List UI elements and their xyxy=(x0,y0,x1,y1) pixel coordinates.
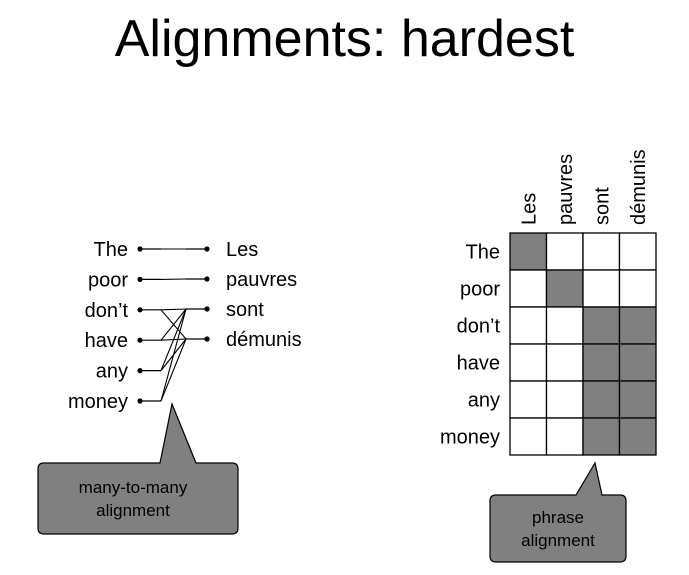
grid-cell-aligned xyxy=(618,343,657,382)
grid-cell-aligned xyxy=(582,417,621,456)
grid-cell-aligned xyxy=(618,380,657,419)
alignment-links xyxy=(160,248,187,402)
french-dot xyxy=(204,336,210,342)
grid-cell-empty xyxy=(509,417,548,456)
english-dot xyxy=(137,398,143,404)
english-dot xyxy=(137,246,143,252)
grid-row-label: any xyxy=(468,390,500,412)
alignment-link xyxy=(160,338,187,402)
grid-row-labels: The poor don’t have any money xyxy=(440,242,500,449)
grid-cell-aligned xyxy=(582,343,621,382)
grid-column-label: pauvres xyxy=(555,154,577,225)
english-word: The xyxy=(94,239,128,261)
alignment-link xyxy=(160,308,187,371)
french-word: démunis xyxy=(226,329,302,351)
grid-cell-aligned xyxy=(582,380,621,419)
grid-column-label: sont xyxy=(591,187,613,225)
grid-cell-empty xyxy=(509,306,548,345)
grid-cell-empty xyxy=(545,232,584,271)
alignment-link xyxy=(160,308,187,341)
grid-cell-empty xyxy=(509,269,548,308)
many-to-many-callout: many-to-many alignment xyxy=(37,401,239,535)
french-words: Les pauvres sont démunis xyxy=(186,239,302,351)
slide-title: Alignments: hardest xyxy=(114,10,575,68)
french-dot xyxy=(204,276,210,282)
grid-column-label: démunis xyxy=(628,149,650,225)
callout-line-1: phrase xyxy=(532,508,584,527)
french-dot xyxy=(204,246,210,252)
grid-row-label: poor xyxy=(460,279,500,301)
grid-cell-aligned xyxy=(545,269,584,308)
word-alignment-diagram: The poor don’t have any money Les pauvres sont d… xyxy=(68,239,302,413)
french-word: sont xyxy=(226,299,264,321)
grid-cell-empty xyxy=(582,269,621,308)
english-dot xyxy=(137,307,143,313)
english-word: any xyxy=(96,361,128,383)
grid-cell-aligned xyxy=(582,306,621,345)
grid-cell-aligned xyxy=(618,417,657,456)
alignment-link xyxy=(160,308,187,402)
grid-row-label: The xyxy=(466,242,500,264)
grid-cell-empty xyxy=(582,232,621,271)
french-dot xyxy=(204,306,210,312)
phrase-alignment-callout: phrase alignment xyxy=(489,461,627,563)
alignment-link xyxy=(160,308,187,311)
grid-cell-empty xyxy=(545,380,584,419)
grid-column-label: Les xyxy=(518,193,540,225)
grid-row-label: have xyxy=(457,353,500,375)
callout-line-1: many-to-many xyxy=(79,478,188,497)
grid-cell-aligned xyxy=(509,232,548,271)
phrase-alignment-grid xyxy=(509,232,657,456)
grid-column-labels: Les pauvres sont démunis xyxy=(518,149,650,225)
english-word: don’t xyxy=(85,300,129,322)
english-words: The poor don’t have any money xyxy=(68,239,161,413)
grid-cell-empty xyxy=(618,232,657,271)
grid-cell-empty xyxy=(545,306,584,345)
grid-cell-empty xyxy=(509,380,548,419)
french-word: Les xyxy=(226,239,258,261)
english-word: poor xyxy=(88,269,128,291)
grid-cell-empty xyxy=(618,269,657,308)
grid-cell-empty xyxy=(545,417,584,456)
grid-cell-empty xyxy=(545,343,584,382)
callout-line-2: alignment xyxy=(521,531,595,550)
english-dot xyxy=(137,337,143,343)
english-dot xyxy=(137,368,143,374)
english-dot xyxy=(137,276,143,282)
grid-cell-empty xyxy=(509,343,548,382)
grid-cell-aligned xyxy=(618,306,657,345)
french-word: pauvres xyxy=(226,269,297,291)
callout-line-2: alignment xyxy=(96,501,170,520)
english-word: have xyxy=(85,330,128,352)
grid-row-label: don’t xyxy=(457,316,501,338)
grid-row-label: money xyxy=(440,427,500,449)
english-word: money xyxy=(68,391,128,413)
